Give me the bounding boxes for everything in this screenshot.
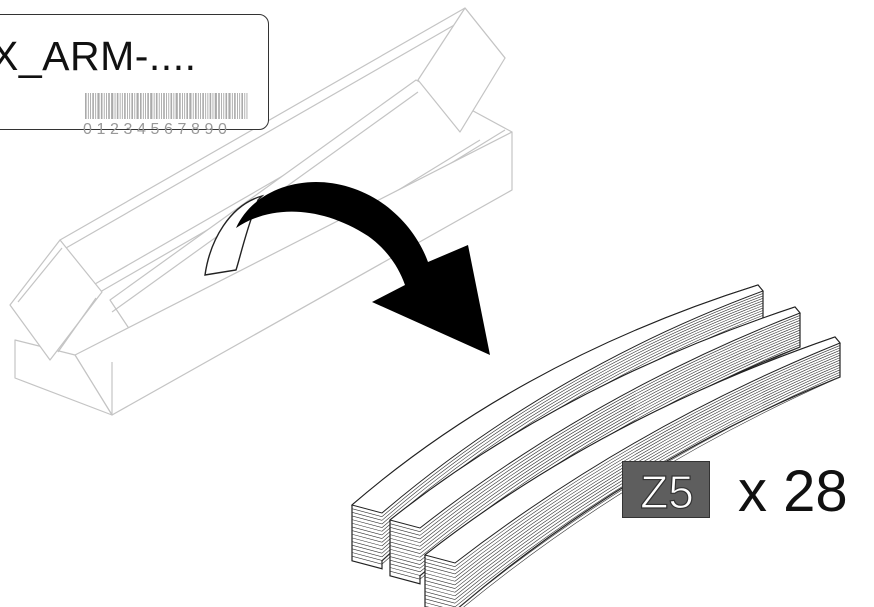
barcode-bar	[158, 93, 160, 119]
barcode-bar	[106, 93, 107, 119]
barcode-bar	[228, 93, 231, 119]
barcode-bar	[186, 93, 188, 119]
barcode-bar	[136, 93, 139, 119]
barcode-bar	[161, 93, 162, 119]
barcode-bar	[214, 93, 217, 119]
barcode-bar	[241, 93, 243, 119]
barcode-bar	[237, 93, 238, 119]
barcode-bar	[168, 93, 170, 119]
barcode-bar	[239, 93, 241, 119]
part-label-title: X_ARM-....	[0, 33, 197, 79]
barcode-bar	[87, 93, 89, 119]
barcode-bar	[182, 93, 183, 119]
barcode-bar	[142, 93, 144, 119]
part-code-text: Z5	[640, 465, 695, 518]
barcode-bar	[223, 93, 225, 119]
part-label-card: X_ARM-.... 01234567890	[0, 14, 269, 138]
barcode-bar	[189, 93, 192, 119]
barcode-bar	[225, 93, 228, 119]
barcode-bar	[244, 93, 246, 119]
barcode-bar	[150, 93, 153, 119]
barcode-bar	[147, 93, 149, 119]
barcode-bar	[173, 93, 175, 119]
barcode-bar	[205, 93, 207, 119]
barcode-bar	[197, 93, 199, 119]
barcode-bar	[179, 93, 181, 119]
barcode-bar	[92, 93, 94, 119]
barcode-bar	[231, 93, 233, 119]
barcode-bar	[153, 93, 155, 119]
barcode-bar	[166, 93, 167, 119]
barcode-bar	[200, 93, 201, 119]
barcode-bar	[212, 93, 214, 119]
barcode-bar	[218, 93, 220, 119]
barcode-bar	[127, 93, 128, 119]
barcode-bar	[129, 93, 131, 119]
barcode-bar	[114, 93, 116, 119]
barcode-bar	[124, 93, 126, 119]
barcode-bar	[192, 93, 194, 119]
barcode-bar	[108, 93, 110, 119]
barcode-bar	[90, 93, 91, 119]
part-code-badge: Z5	[622, 461, 710, 519]
barcode-icon	[85, 93, 248, 119]
barcode-bar	[140, 93, 142, 119]
barcode-bar	[85, 93, 87, 119]
barcode-bar	[121, 93, 123, 119]
barcode-bar	[202, 93, 204, 119]
barcode-bar	[111, 93, 114, 119]
quantity-text: x 28	[738, 459, 848, 524]
barcode-bar	[234, 93, 236, 119]
barcode-bar	[116, 93, 119, 119]
barcode-bar	[145, 93, 146, 119]
barcode-digits: 01234567890	[83, 121, 232, 138]
barcode-bar	[209, 93, 212, 119]
barcode-bar	[103, 93, 105, 119]
barcode-bar	[131, 93, 133, 119]
barcode-bar	[195, 93, 197, 119]
barcode-bar	[134, 93, 136, 119]
barcode-bar	[163, 93, 165, 119]
package-box-icon	[9, 7, 513, 416]
barcode-bar	[246, 93, 248, 119]
barcode-bar	[97, 93, 100, 119]
strip-stacks-icon	[350, 284, 841, 607]
barcode-bar	[207, 93, 209, 119]
barcode-bar	[170, 93, 173, 119]
barcode-bar	[119, 93, 121, 119]
curved-arrow-icon	[236, 181, 490, 355]
barcode-bar	[100, 93, 103, 119]
barcode-bar	[184, 93, 186, 119]
barcode-bar	[95, 93, 97, 119]
barcode-bar	[221, 93, 222, 119]
barcode-bar	[155, 93, 158, 119]
barcode-bar	[175, 93, 178, 119]
